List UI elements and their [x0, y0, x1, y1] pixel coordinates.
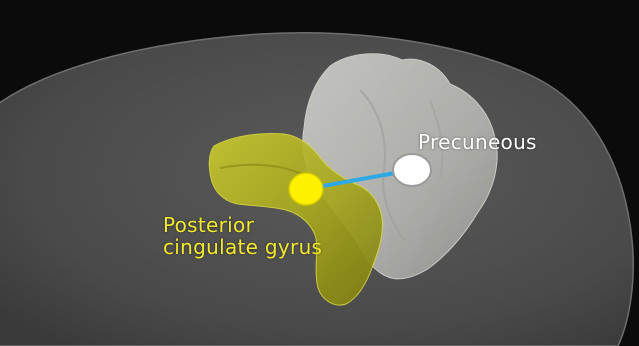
- precuneous-label: Precuneous: [418, 131, 537, 153]
- posterior-cingulate-label: Posterior cingulate gyrus: [163, 214, 322, 258]
- precuneus-node: [393, 154, 431, 186]
- posterior-cingulate-label-line2: cingulate gyrus: [163, 236, 322, 258]
- cingulate-node: [289, 173, 323, 205]
- posterior-cingulate-label-line1: Posterior: [163, 214, 322, 236]
